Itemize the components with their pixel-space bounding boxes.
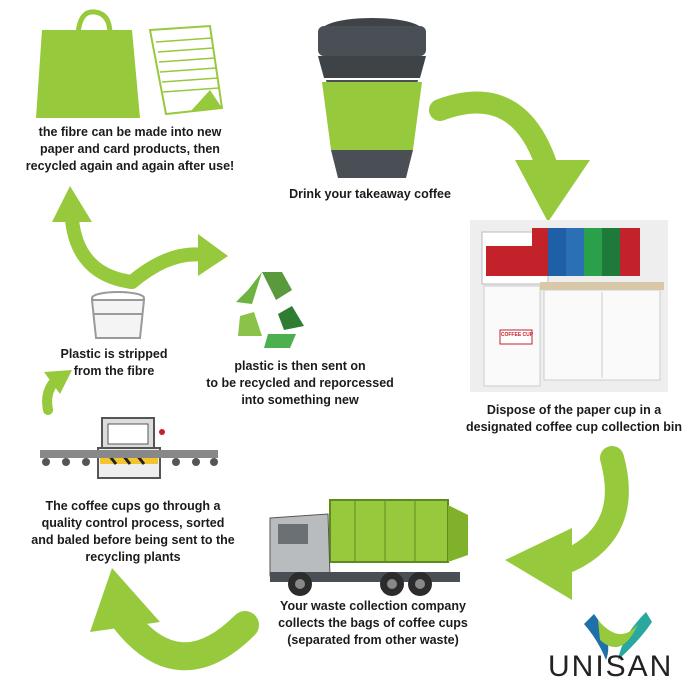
stripped-cup-icon	[90, 291, 146, 339]
caption-collection: Your waste collection company collects t…	[278, 599, 468, 647]
collection-bin-image	[470, 220, 668, 392]
arrow-coffee-to-bin	[429, 91, 590, 222]
coffee-cup-icon	[318, 18, 426, 178]
arrow-quality-to-stripped	[42, 370, 72, 415]
waste-truck-icon	[269, 499, 468, 596]
bin-cup-label: COFFEE CUP	[500, 332, 534, 338]
shopping-bag-icon	[36, 9, 140, 118]
caption-fibre: the fibre can be made into new paper and…	[25, 125, 235, 173]
arrow-truck-to-quality	[90, 568, 259, 671]
unisan-logo-text: UNISAN	[548, 650, 674, 683]
caption-plastic-recycled: plastic is then sent on to be recycled a…	[206, 359, 394, 407]
arrow-bin-to-truck	[505, 446, 629, 600]
caption-quality: The coffee cups go through a quality con…	[31, 499, 235, 564]
paper-sheet-icon	[148, 24, 224, 116]
caption-dispose: Dispose of the paper cup in a designated…	[465, 403, 682, 434]
recycle-icon	[236, 272, 304, 348]
caption-stripped: Plastic is stripped from the fibre	[60, 347, 168, 378]
caption-drink: Drink your takeaway coffee	[289, 187, 451, 201]
unisan-logo-mark	[584, 612, 652, 660]
arrow-stripped-to-plastic	[125, 234, 228, 289]
conveyor-machine-icon	[40, 417, 218, 479]
arrow-stripped-to-fibre	[52, 186, 139, 289]
